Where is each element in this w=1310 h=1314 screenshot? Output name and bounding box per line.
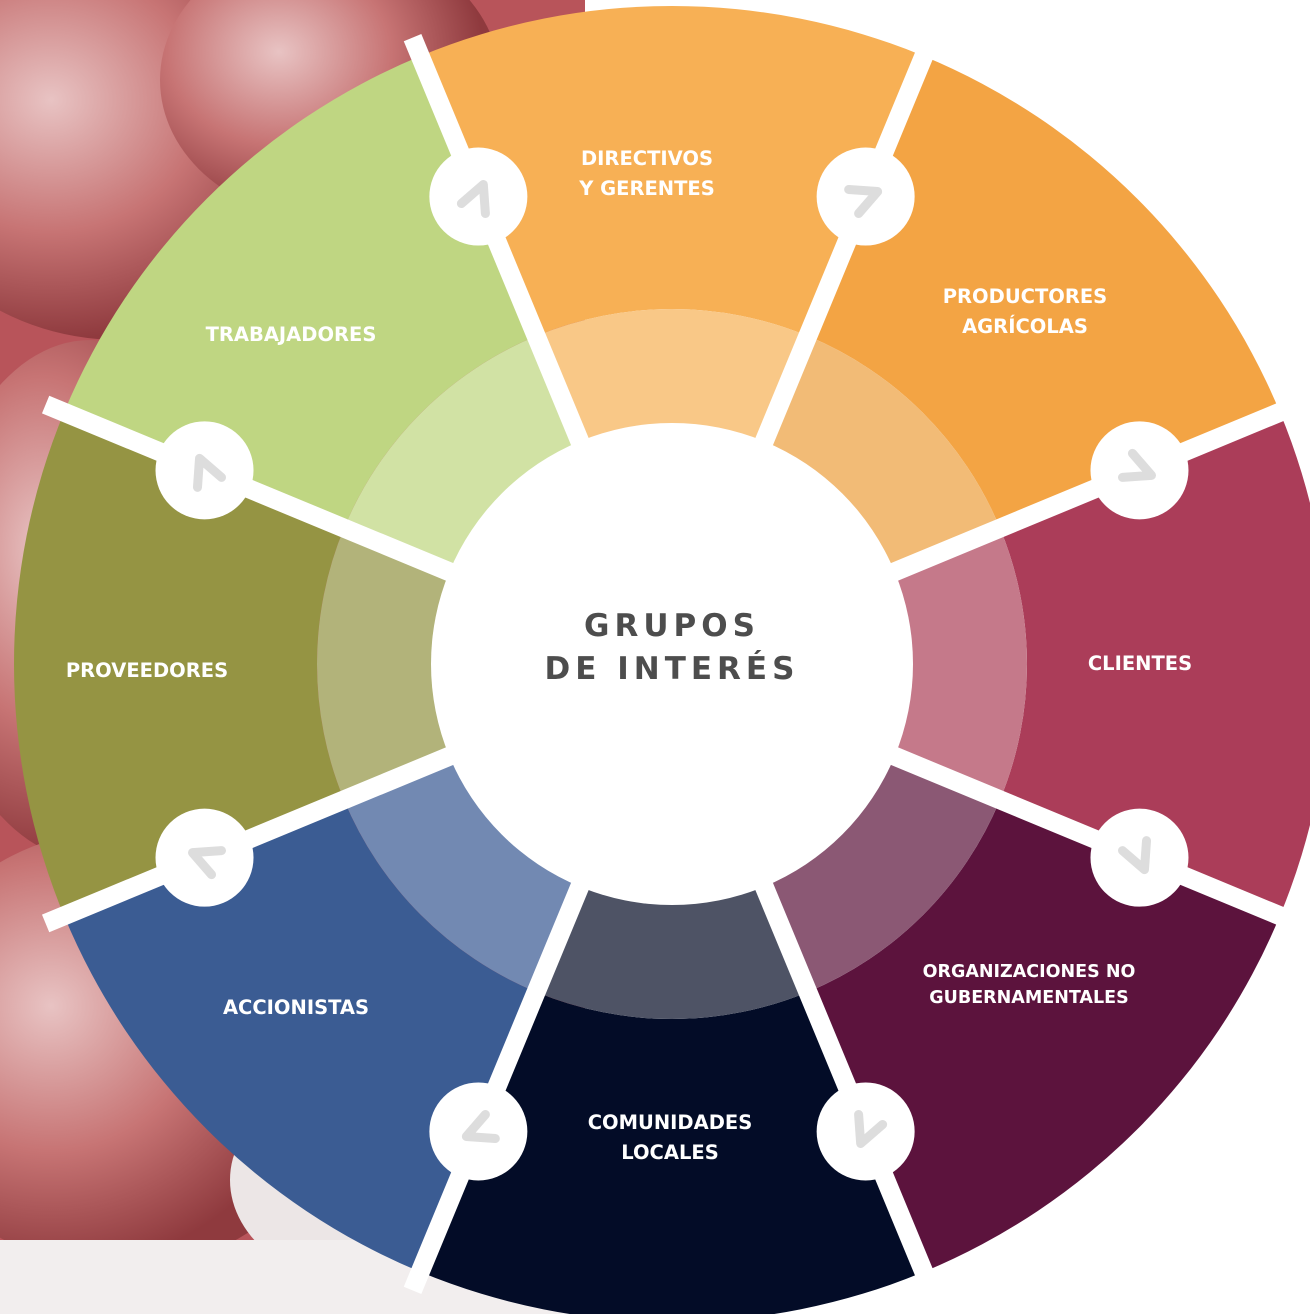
connector-comunidades-accionistas (429, 1082, 528, 1181)
center-hub: GRUPOS DE INTERÉS (431, 423, 913, 905)
connector-ong-comunidades (816, 1082, 915, 1181)
label-accionistas: ACCIONISTAS (223, 996, 369, 1019)
label-proveedores-line-1: PROVEEDORES (66, 659, 228, 682)
segment-proveedores[interactable] (13, 412, 345, 916)
label-comunidades-line-2: LOCALES (621, 1141, 719, 1164)
label-clientes-line-1: CLIENTES (1088, 652, 1192, 675)
connector-circle (429, 147, 528, 246)
label-directivos-line-1: DIRECTIVOS (581, 147, 713, 170)
label-proveedores: PROVEEDORES (66, 659, 228, 682)
center-title-line-1: GRUPOS (584, 608, 760, 644)
connector-circle (155, 421, 254, 520)
segment-productores[interactable] (807, 56, 1280, 529)
label-productores-line-2: AGRÍCOLAS (962, 315, 1088, 338)
chevron-icon (188, 846, 227, 880)
chevron-icon (461, 1109, 500, 1144)
connector-directivos-productores (816, 147, 915, 246)
label-directivos: DIRECTIVOS Y GERENTES (578, 147, 715, 200)
connector-circle (1090, 808, 1189, 907)
label-comunidades: COMUNIDADES LOCALES (588, 1111, 753, 1164)
chevron-icon (1117, 836, 1152, 875)
connector-circle (816, 1082, 915, 1181)
label-accionistas-line-1: ACCIONISTAS (223, 996, 369, 1019)
center-title-line-2: DE INTERÉS (545, 651, 800, 687)
chevron-icon (456, 180, 490, 219)
label-directivos-line-2: Y GERENTES (578, 177, 715, 200)
label-trabajadores-line-1: TRABAJADORES (206, 323, 377, 346)
connector-circle (816, 147, 915, 246)
segment-clientes[interactable] (999, 412, 1310, 916)
connector-clientes-ong (1090, 808, 1189, 907)
segment-directivos[interactable] (420, 6, 924, 337)
chevron-icon (1117, 448, 1156, 482)
connector-trabajadores-directivos (429, 147, 528, 246)
center-circle (431, 423, 913, 905)
chevron-icon (854, 1109, 888, 1148)
connector-circle (1090, 421, 1189, 520)
segment-comunidades[interactable] (420, 991, 924, 1314)
connector-accionistas-proveedores (155, 808, 254, 907)
chevron-icon (192, 453, 227, 492)
label-ong-line-1: ORGANIZACIONES NO (923, 962, 1136, 982)
label-trabajadores: TRABAJADORES (206, 323, 377, 346)
label-ong: ORGANIZACIONES NO GUBERNAMENTALES (923, 962, 1136, 1008)
label-comunidades-line-1: COMUNIDADES (588, 1111, 753, 1134)
segment-ong[interactable] (807, 799, 1280, 1272)
label-productores-line-1: PRODUCTORES (943, 285, 1107, 308)
label-ong-line-2: GUBERNAMENTALES (929, 988, 1128, 1008)
connector-proveedores-trabajadores (155, 421, 254, 520)
label-productores: PRODUCTORES AGRÍCOLAS (943, 285, 1107, 338)
connector-circle (429, 1082, 528, 1181)
segment-accionistas[interactable] (64, 799, 537, 1272)
label-clientes: CLIENTES (1088, 652, 1192, 675)
connector-productores-clientes (1090, 421, 1189, 520)
chevron-icon (844, 184, 883, 219)
connector-group (155, 147, 1189, 1181)
segment-trabajadores[interactable] (64, 56, 537, 529)
connector-circle (155, 808, 254, 907)
